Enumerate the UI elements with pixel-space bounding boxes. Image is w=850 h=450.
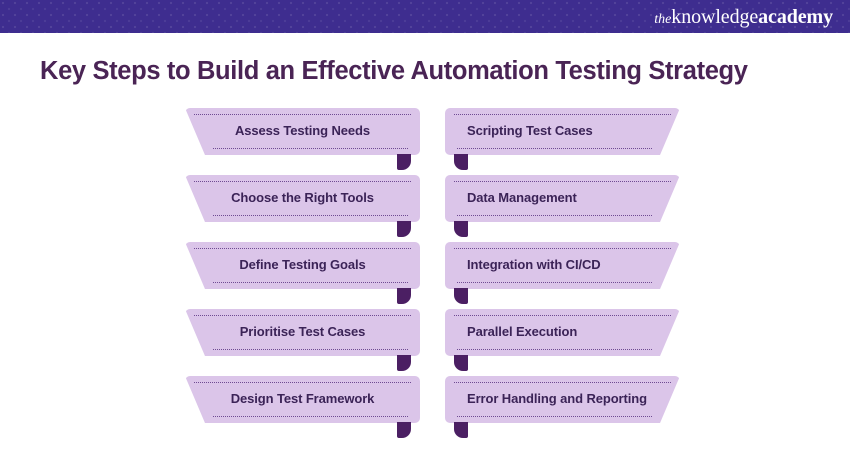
brand-word-academy: academy	[758, 5, 833, 28]
list-item[interactable]: Data Management	[445, 175, 680, 237]
step-ribbon: Error Handling and Reporting	[445, 376, 680, 423]
steps-column-right: Scripting Test Cases Data Management Int…	[445, 108, 680, 443]
list-item[interactable]: Integration with CI/CD	[445, 242, 680, 304]
step-label: Define Testing Goals	[239, 257, 366, 273]
dotted-rule-bottom	[213, 349, 408, 350]
header-bar: theknowledgeacademy	[0, 0, 850, 33]
ribbon-tail	[397, 422, 411, 438]
brand-logo: theknowledgeacademy	[654, 7, 833, 27]
dotted-rule-top	[454, 181, 671, 182]
step-label: Choose the Right Tools	[231, 190, 374, 206]
brand-word-the: the	[654, 11, 672, 27]
dotted-rule-top	[194, 382, 411, 383]
step-label: Design Test Framework	[230, 391, 375, 407]
dotted-rule-bottom	[457, 416, 652, 417]
step-ribbon: Prioritise Test Cases	[185, 309, 420, 356]
ribbon-tail	[454, 355, 468, 371]
step-ribbon: Parallel Execution	[445, 309, 680, 356]
list-item[interactable]: Scripting Test Cases	[445, 108, 680, 170]
list-item[interactable]: Design Test Framework	[185, 376, 420, 438]
dotted-rule-top	[194, 315, 411, 316]
dotted-rule-bottom	[213, 148, 408, 149]
step-ribbon: Integration with CI/CD	[445, 242, 680, 289]
dotted-rule-top	[454, 315, 671, 316]
dotted-rule-bottom	[457, 349, 652, 350]
list-item[interactable]: Choose the Right Tools	[185, 175, 420, 237]
step-label: Assess Testing Needs	[234, 123, 371, 139]
ribbon-tail	[454, 154, 468, 170]
step-ribbon: Scripting Test Cases	[445, 108, 680, 155]
ribbon-tail	[397, 154, 411, 170]
dotted-rule-bottom	[213, 416, 408, 417]
list-item[interactable]: Define Testing Goals	[185, 242, 420, 304]
list-item[interactable]: Parallel Execution	[445, 309, 680, 371]
step-ribbon: Define Testing Goals	[185, 242, 420, 289]
list-item[interactable]: Assess Testing Needs	[185, 108, 420, 170]
page-title: Key Steps to Build an Effective Automati…	[40, 57, 748, 85]
list-item[interactable]: Error Handling and Reporting	[445, 376, 680, 438]
dotted-rule-bottom	[213, 282, 408, 283]
step-ribbon: Data Management	[445, 175, 680, 222]
step-label: Error Handling and Reporting	[467, 391, 647, 407]
step-ribbon: Design Test Framework	[185, 376, 420, 423]
dotted-rule-top	[194, 114, 411, 115]
dotted-rule-top	[454, 382, 671, 383]
steps-column-left: Assess Testing Needs Choose the Right To…	[185, 108, 420, 443]
dotted-rule-bottom	[213, 215, 408, 216]
brand-word-knowledge: knowledge	[671, 5, 759, 28]
ribbon-tail	[454, 288, 468, 304]
ribbon-tail	[397, 355, 411, 371]
step-ribbon: Choose the Right Tools	[185, 175, 420, 222]
ribbon-tail	[454, 221, 468, 237]
ribbon-tail	[397, 288, 411, 304]
list-item[interactable]: Prioritise Test Cases	[185, 309, 420, 371]
step-label: Scripting Test Cases	[467, 123, 593, 139]
dotted-rule-top	[454, 248, 671, 249]
dotted-rule-top	[194, 248, 411, 249]
step-ribbon: Assess Testing Needs	[185, 108, 420, 155]
dotted-rule-top	[194, 181, 411, 182]
dotted-rule-top	[454, 114, 671, 115]
step-label: Data Management	[467, 190, 577, 206]
steps-diagram: Assess Testing Needs Choose the Right To…	[0, 108, 850, 438]
ribbon-tail	[397, 221, 411, 237]
ribbon-tail	[454, 422, 468, 438]
dotted-rule-bottom	[457, 148, 652, 149]
step-label: Integration with CI/CD	[467, 257, 601, 273]
dotted-rule-bottom	[457, 215, 652, 216]
step-label: Parallel Execution	[467, 324, 578, 340]
step-label: Prioritise Test Cases	[239, 324, 366, 340]
dotted-rule-bottom	[457, 282, 652, 283]
